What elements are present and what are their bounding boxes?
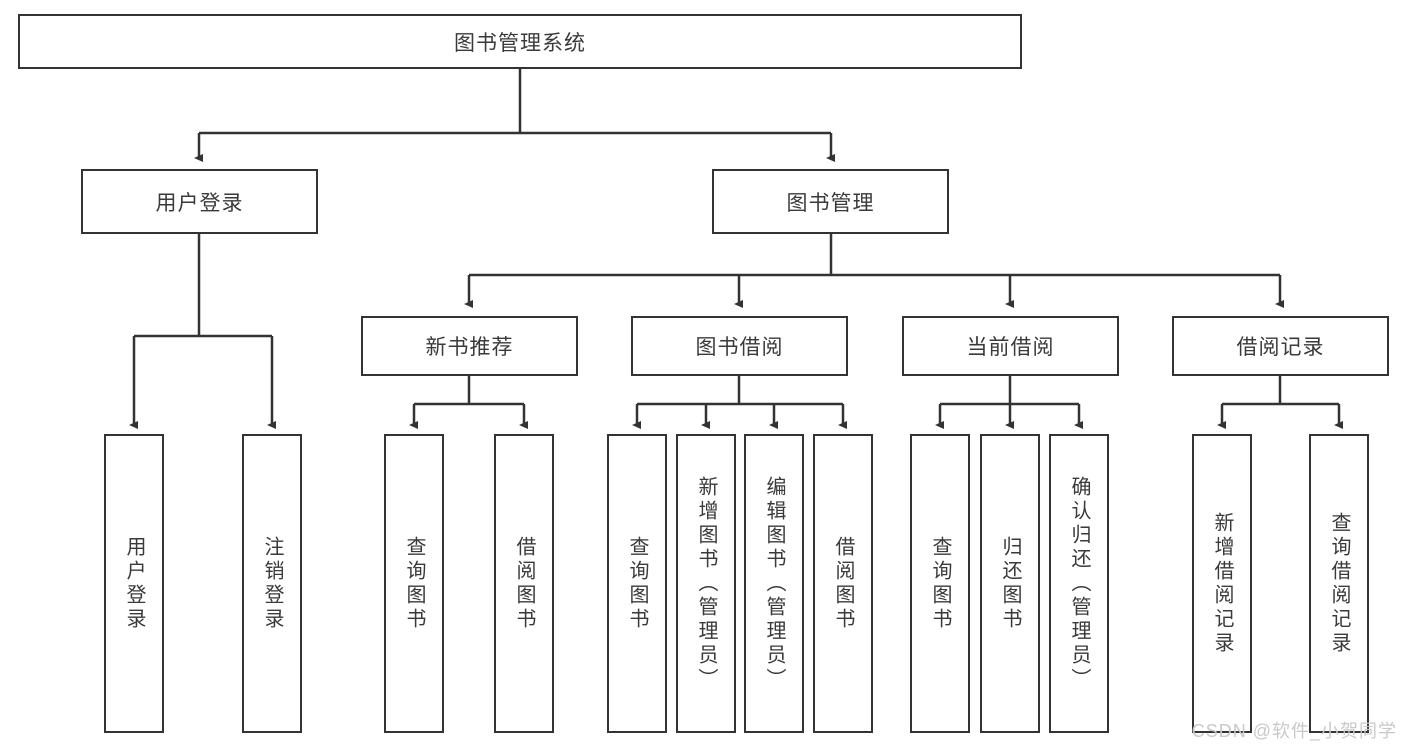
leaf-logout[interactable]: 注销登录	[242, 434, 302, 733]
node-label: 图书管理系统	[454, 31, 586, 55]
node-label: 图书借阅	[695, 336, 784, 359]
node-label: 当前借阅	[966, 336, 1055, 359]
node-label: 图书管理	[786, 191, 875, 215]
node-user-login[interactable]: 用户登录	[81, 169, 318, 234]
leaf-confirm-return-admin[interactable]: 确认归还（管理员）	[1049, 434, 1109, 733]
node-label: 借阅图书	[832, 535, 854, 632]
node-current-borrow[interactable]: 当前借阅	[902, 316, 1119, 376]
node-label: 查询图书	[403, 535, 425, 632]
watermark: CSDN @软件_小贺同学	[1191, 721, 1397, 741]
node-label: 新书推荐	[425, 336, 514, 359]
leaf-edit-book-admin[interactable]: 编辑图书（管理员）	[744, 434, 804, 733]
leaf-borrow-book-new[interactable]: 借阅图书	[494, 434, 554, 733]
node-label: 查询借阅记录	[1328, 511, 1350, 656]
node-book-borrow[interactable]: 图书借阅	[631, 316, 848, 376]
leaf-query-book-new[interactable]: 查询图书	[384, 434, 444, 733]
leaf-add-borrow-record[interactable]: 新增借阅记录	[1192, 434, 1252, 733]
leaf-add-book-admin[interactable]: 新增图书（管理员）	[676, 434, 736, 733]
node-label: 归还图书	[999, 535, 1021, 632]
node-label: 编辑图书（管理员）	[763, 475, 785, 692]
leaf-query-borrow-record[interactable]: 查询借阅记录	[1309, 434, 1369, 733]
node-label: 借阅图书	[513, 535, 535, 632]
leaf-return-book[interactable]: 归还图书	[980, 434, 1040, 733]
node-root-system[interactable]: 图书管理系统	[18, 14, 1022, 69]
node-label: 查询图书	[626, 535, 648, 632]
node-label: 新增借阅记录	[1211, 511, 1233, 656]
node-borrow-record[interactable]: 借阅记录	[1172, 316, 1389, 376]
node-label: 用户登录	[123, 535, 145, 632]
leaf-query-book-current[interactable]: 查询图书	[910, 434, 970, 733]
leaf-query-book-borrow[interactable]: 查询图书	[607, 434, 667, 733]
node-new-book-recommend[interactable]: 新书推荐	[361, 316, 578, 376]
node-book-management[interactable]: 图书管理	[712, 169, 949, 234]
node-label: 新增图书（管理员）	[695, 475, 717, 692]
node-label: 查询图书	[929, 535, 951, 632]
leaf-user-login[interactable]: 用户登录	[104, 434, 164, 733]
node-label: 用户登录	[155, 191, 244, 215]
leaf-borrow-book[interactable]: 借阅图书	[813, 434, 873, 733]
node-label: 注销登录	[261, 535, 283, 632]
node-label: 确认归还（管理员）	[1068, 475, 1090, 692]
node-label: 借阅记录	[1236, 336, 1325, 359]
